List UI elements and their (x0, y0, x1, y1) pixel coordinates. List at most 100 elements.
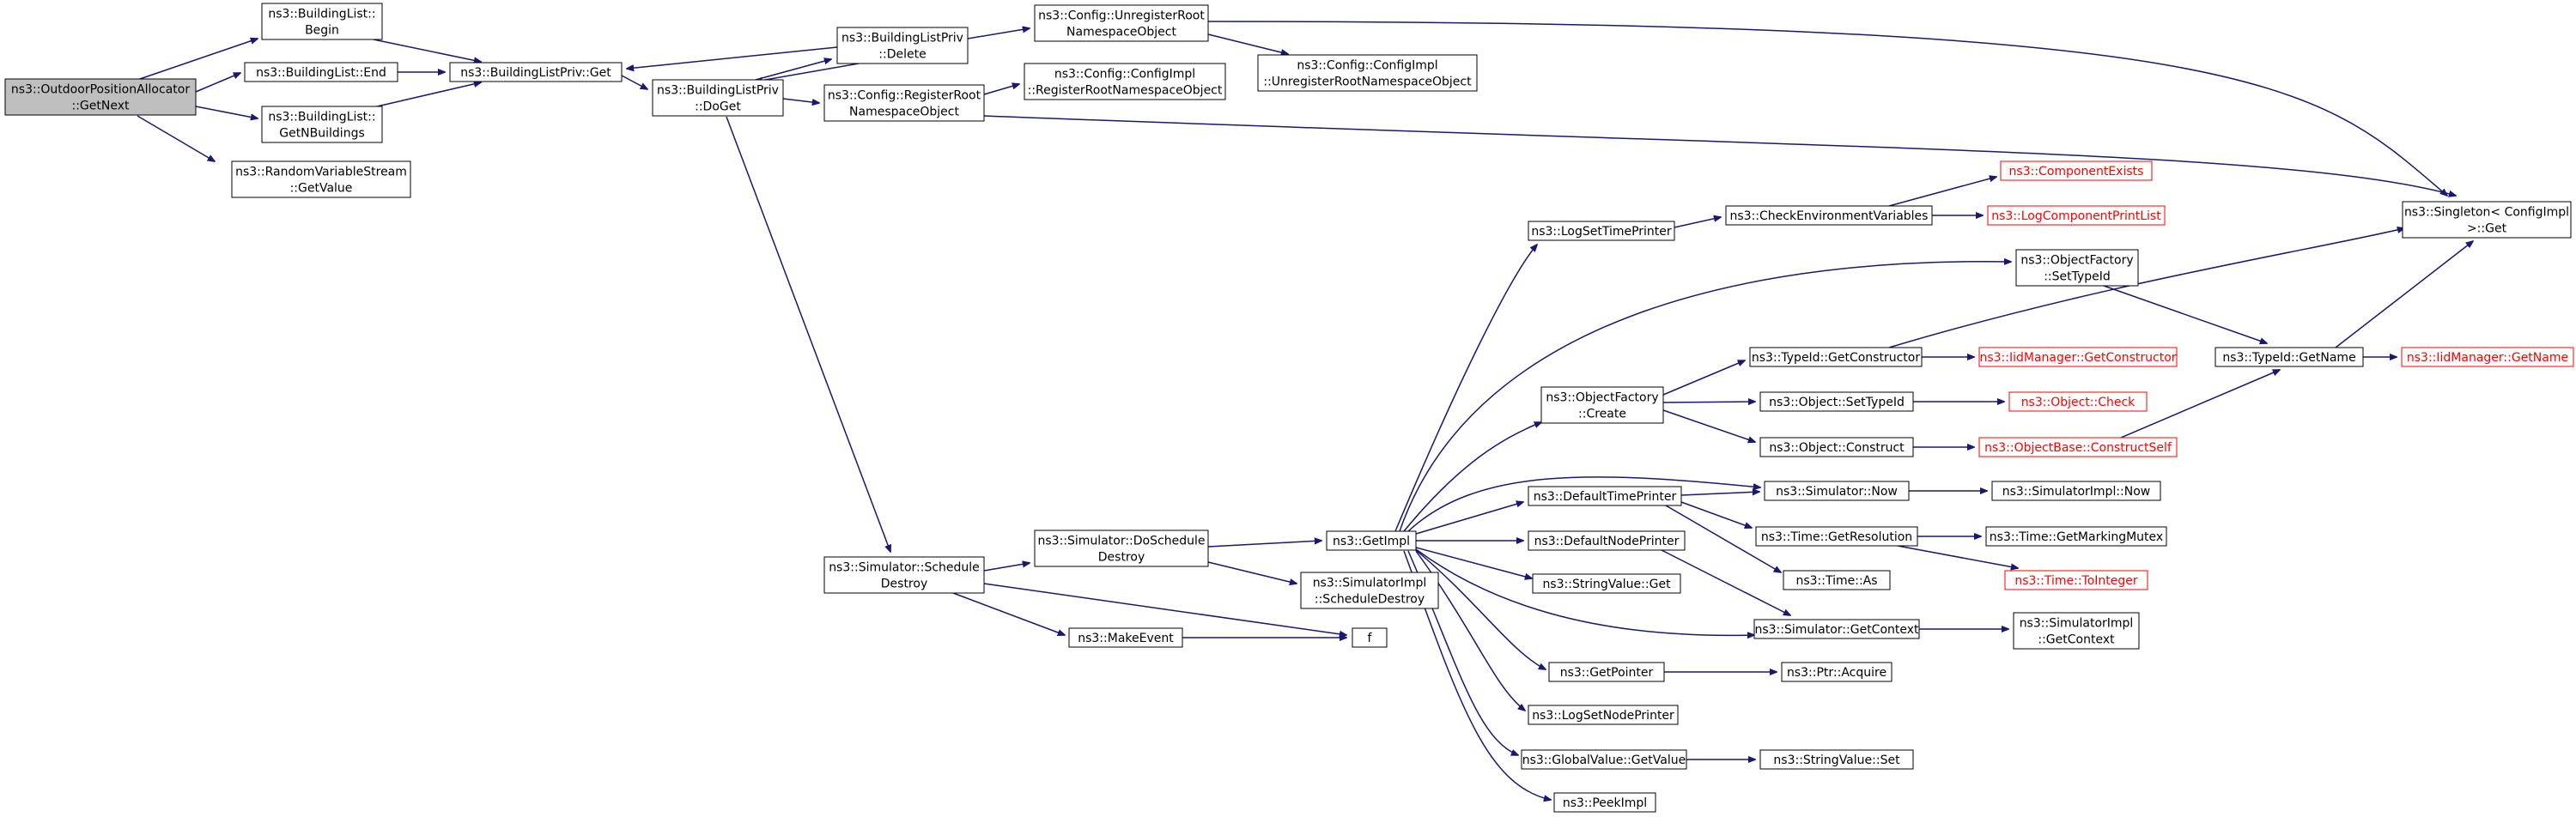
node-box[interactable] (2004, 570, 2148, 590)
node-box[interactable] (1764, 481, 1910, 501)
node-cfg-unregister[interactable]: ns3::Config::UnregisterRootNamespaceObje… (1034, 4, 1209, 42)
node-box[interactable] (1352, 627, 1388, 648)
node-object-settypeid[interactable]: ns3::Object::SetTypeId (1759, 391, 1914, 412)
node-objfactory-create[interactable]: ns3::ObjectFactory::Create (1540, 386, 1664, 424)
node-time-as[interactable]: ns3::Time::As (1783, 570, 1891, 590)
node-rvs-getvalue[interactable]: ns3::RandomVariableStream::GetValue (231, 160, 411, 198)
node-blp-doget[interactable]: ns3::BuildingListPriv::DoGet (652, 79, 784, 117)
node-box[interactable] (1548, 662, 1665, 682)
node-box[interactable] (1753, 619, 1920, 639)
node-iidmanager-getconstructor[interactable]: ns3::IidManager::GetConstructor (1978, 347, 2178, 367)
node-componentexists[interactable]: ns3::ComponentExists (2000, 160, 2153, 181)
node-box[interactable] (1783, 570, 1891, 590)
node-box[interactable] (1978, 437, 2178, 457)
node-box[interactable] (823, 84, 985, 122)
node-simimpl-getcontext[interactable]: ns3::SimulatorImpl::GetContext (2013, 612, 2140, 650)
node-objfactory-settypeid[interactable]: ns3::ObjectFactory::SetTypeId (2015, 249, 2139, 287)
node-simulator-now[interactable]: ns3::Simulator::Now (1764, 481, 1910, 501)
node-logcomponentprintlist[interactable]: ns3::LogComponentPrintList (1987, 205, 2166, 226)
node-box[interactable] (261, 106, 383, 143)
node-f[interactable]: f (1352, 627, 1388, 648)
node-box[interactable] (1991, 481, 2161, 501)
node-box[interactable] (1759, 437, 1914, 457)
node-singleton-get[interactable]: ns3::Singleton< ConfigImpl >::Get (2402, 201, 2572, 239)
node-box[interactable] (1755, 526, 1918, 547)
node-time-getmarkingmutex[interactable]: ns3::Time::GetMarkingMutex (1985, 526, 2167, 547)
node-box[interactable] (261, 3, 383, 40)
node-box[interactable] (4, 78, 197, 116)
node-box[interactable] (1725, 205, 1933, 226)
node-box[interactable] (1528, 486, 1682, 506)
node-iidmanager-getname[interactable]: ns3::IidManager::GetName (2401, 347, 2574, 367)
node-box[interactable] (1024, 63, 1226, 100)
node-box[interactable] (231, 160, 411, 198)
node-simulator-getcontext[interactable]: ns3::Simulator::GetContext (1753, 619, 1920, 639)
node-box[interactable] (2013, 612, 2140, 650)
node-box[interactable] (1540, 386, 1664, 424)
node-defaultnodeprinter[interactable]: ns3::DefaultNodePrinter (1528, 530, 1686, 551)
node-peekimpl[interactable]: ns3::PeekImpl (1553, 792, 1656, 813)
node-time-tointeger[interactable]: ns3::Time::ToInteger (2004, 570, 2148, 590)
node-box[interactable] (1257, 54, 1478, 92)
node-box[interactable] (1987, 205, 2166, 226)
node-box[interactable] (2015, 249, 2139, 287)
node-defaulttimeprinter[interactable]: ns3::DefaultTimePrinter (1528, 486, 1682, 506)
node-object-check[interactable]: ns3::Object::Check (2008, 391, 2148, 412)
node-typeid-getconstructor[interactable]: ns3::TypeId::GetConstructor (1749, 347, 1923, 367)
node-objectbase-constructself[interactable]: ns3::ObjectBase::ConstructSelf (1978, 437, 2178, 457)
node-bl-getn[interactable]: ns3::BuildingList::GetNBuildings (261, 106, 383, 143)
node-box[interactable] (1521, 749, 1687, 770)
node-getimpl[interactable]: ns3::GetImpl (1326, 530, 1417, 551)
node-box[interactable] (1068, 627, 1183, 648)
node-box[interactable] (244, 62, 398, 82)
node-getpointer[interactable]: ns3::GetPointer (1548, 662, 1665, 682)
node-box[interactable] (449, 62, 623, 82)
node-time-getresolution[interactable]: ns3::Time::GetResolution (1755, 526, 1918, 547)
node-sim-schedule-destroy[interactable]: ns3::Simulator::ScheduleDestroy (823, 556, 985, 594)
node-box[interactable] (823, 556, 985, 594)
node-logsetnodeprinter[interactable]: ns3::LogSetNodePrinter (1528, 705, 1679, 725)
node-stringvalue-get[interactable]: ns3::StringValue::Get (1532, 573, 1681, 594)
node-object-construct[interactable]: ns3::Object::Construct (1759, 437, 1914, 457)
node-ptr-acquire[interactable]: ns3::Ptr::Acquire (1781, 662, 1893, 682)
node-box[interactable] (1553, 792, 1656, 813)
node-bl-end[interactable]: ns3::BuildingList::End (244, 62, 398, 82)
node-box[interactable] (1749, 347, 1923, 367)
node-box[interactable] (836, 27, 969, 64)
node-simimpl-now[interactable]: ns3::SimulatorImpl::Now (1991, 481, 2161, 501)
node-checkenv[interactable]: ns3::CheckEnvironmentVariables (1725, 205, 1933, 226)
node-globalvalue-getvalue[interactable]: ns3::GlobalValue::GetValue (1521, 749, 1687, 770)
node-cfgimpl-register[interactable]: ns3::Config::ConfigImpl::RegisterRootNam… (1024, 63, 1226, 100)
node-box[interactable] (1781, 662, 1893, 682)
node-simimpl-schedule-destroy[interactable]: ns3::SimulatorImpl::ScheduleDestroy (1300, 572, 1439, 609)
node-box[interactable] (1759, 391, 1914, 412)
node-box[interactable] (2215, 347, 2364, 367)
node-blp-delete[interactable]: ns3::BuildingListPriv::Delete (836, 27, 969, 64)
node-box[interactable] (1978, 347, 2178, 367)
node-bl-begin[interactable]: ns3::BuildingList::Begin (261, 3, 383, 40)
node-typeid-getname[interactable]: ns3::TypeId::GetName (2215, 347, 2364, 367)
node-box[interactable] (1528, 705, 1679, 725)
node-cfgimpl-unregister[interactable]: ns3::Config::ConfigImpl::UnregisterRootN… (1257, 54, 1478, 92)
node-stringvalue-set[interactable]: ns3::StringValue::Set (1759, 749, 1914, 770)
node-box[interactable] (1759, 749, 1914, 770)
node-box[interactable] (1034, 4, 1209, 42)
node-box[interactable] (1532, 573, 1681, 594)
node-logsettimeprinter[interactable]: ns3::LogSetTimePrinter (1528, 221, 1675, 241)
node-box[interactable] (652, 79, 784, 117)
node-box[interactable] (2000, 160, 2153, 181)
node-box[interactable] (2008, 391, 2148, 412)
node-box[interactable] (1528, 530, 1686, 551)
node-box[interactable] (2401, 347, 2574, 367)
node-box[interactable] (1300, 572, 1439, 609)
node-makeevent[interactable]: ns3::MakeEvent (1068, 627, 1183, 648)
node-box[interactable] (1528, 221, 1675, 241)
node-box[interactable] (1985, 526, 2167, 547)
node-box[interactable] (1326, 530, 1417, 551)
node-box[interactable] (2402, 201, 2572, 239)
node-box[interactable] (1034, 530, 1209, 567)
node-root[interactable]: ns3::OutdoorPositionAllocator::GetNext (4, 78, 197, 116)
node-blp-get[interactable]: ns3::BuildingListPriv::Get (449, 62, 623, 82)
node-cfg-register[interactable]: ns3::Config::RegisterRootNamespaceObject (823, 84, 985, 122)
